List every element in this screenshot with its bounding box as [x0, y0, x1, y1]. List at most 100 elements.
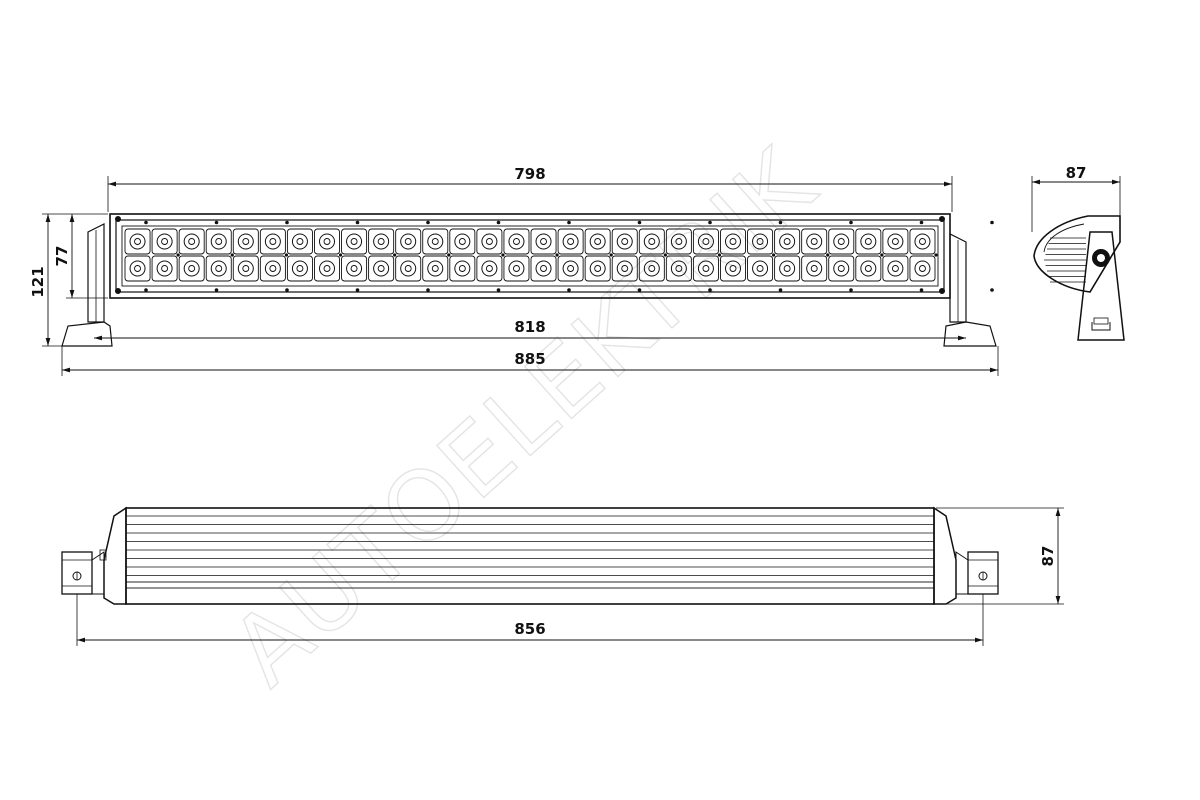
corner-screw [939, 288, 945, 294]
led-cell [205, 255, 232, 282]
led-cell [828, 255, 855, 282]
led-cell [232, 255, 259, 282]
led-divider-dot [230, 253, 234, 257]
led-cell [124, 255, 151, 282]
dim-width-housing: 818 [94, 318, 966, 341]
led-divider-dot [772, 253, 776, 257]
screw [567, 288, 571, 292]
led-cell [774, 255, 801, 282]
led-cell [503, 228, 530, 255]
screw [990, 288, 994, 292]
led-cell [422, 228, 449, 255]
screw [778, 288, 783, 292]
led-cell [801, 228, 828, 255]
led-cell [638, 255, 665, 282]
led-cell [801, 255, 828, 282]
led-cell [178, 228, 205, 255]
dim-width-overall: 885 [61, 346, 999, 376]
led-cell [747, 228, 774, 255]
corner-screw [115, 288, 121, 294]
led-divider-dot [176, 253, 180, 257]
side-mount-bracket [1077, 231, 1125, 341]
screw [708, 220, 712, 225]
dim-label-top-87: 87 [1039, 546, 1057, 567]
led-cell [449, 255, 476, 282]
side-housing-body [1033, 215, 1121, 293]
housing-screws [115, 216, 994, 294]
led-cell [151, 255, 178, 282]
dim-height-housing: 77 [53, 214, 108, 299]
led-cell [774, 228, 801, 255]
led-divider-dot [555, 253, 559, 257]
led-cell [341, 255, 368, 282]
front-lens-frame [115, 219, 945, 293]
led-cell [314, 228, 340, 255]
screw [214, 220, 219, 225]
screw [849, 288, 853, 292]
dim-label-798: 798 [514, 165, 545, 183]
screw [355, 288, 360, 292]
led-cell [882, 255, 909, 282]
led-cell [665, 255, 692, 282]
top-left-bracket [61, 549, 107, 595]
led-cell [530, 228, 557, 255]
screw [637, 288, 642, 292]
led-cell [855, 228, 882, 255]
led-divider-dot [393, 253, 397, 257]
screw [144, 288, 148, 292]
led-divider-dot [284, 253, 288, 257]
led-cell [638, 228, 665, 255]
led-divider-dot [663, 253, 667, 257]
led-divider-dot [338, 253, 343, 257]
screw [355, 220, 360, 225]
screw [849, 220, 853, 225]
dim-label-856: 856 [514, 620, 545, 638]
screw [708, 288, 712, 292]
led-cell [422, 255, 449, 282]
dim-width-lens: 798 [107, 165, 953, 212]
front-lens [121, 225, 939, 287]
led-cell [503, 255, 530, 282]
screw [426, 288, 430, 292]
led-cell [205, 228, 232, 255]
led-cell [855, 255, 882, 282]
led-cell [584, 228, 611, 255]
led-cell [611, 228, 638, 255]
screw [144, 220, 148, 225]
screw [778, 220, 783, 225]
led-cell [286, 255, 313, 282]
side-cooling-fins [1044, 237, 1086, 283]
dim-label-885: 885 [514, 350, 545, 368]
led-cell [882, 228, 909, 255]
led-cell [232, 228, 259, 255]
led-cell [476, 255, 503, 282]
screw [990, 220, 994, 225]
led-cell [395, 255, 422, 282]
led-divider-dot [934, 253, 938, 257]
led-cell [584, 255, 611, 282]
screw [496, 220, 501, 225]
led-cell [178, 255, 205, 282]
screw [214, 288, 219, 292]
corner-screw [939, 216, 945, 222]
top-housing [125, 507, 935, 605]
front-view [61, 213, 997, 347]
top-right-endcap [933, 506, 957, 605]
led-cell [449, 228, 476, 255]
screw [567, 220, 571, 225]
led-cell [557, 228, 584, 255]
dim-label-side-87: 87 [1066, 164, 1087, 182]
led-divider-dot [501, 253, 505, 257]
led-cell [314, 255, 340, 282]
top-cooling-fins [126, 515, 934, 576]
led-cell [151, 228, 178, 255]
led-divider-dot [447, 253, 451, 257]
led-cell [909, 255, 936, 282]
screw [426, 220, 430, 225]
led-cell [665, 228, 692, 255]
led-grid [124, 228, 938, 282]
led-cell [368, 255, 395, 282]
dim-label-77: 77 [53, 246, 71, 267]
led-cell [747, 255, 774, 282]
